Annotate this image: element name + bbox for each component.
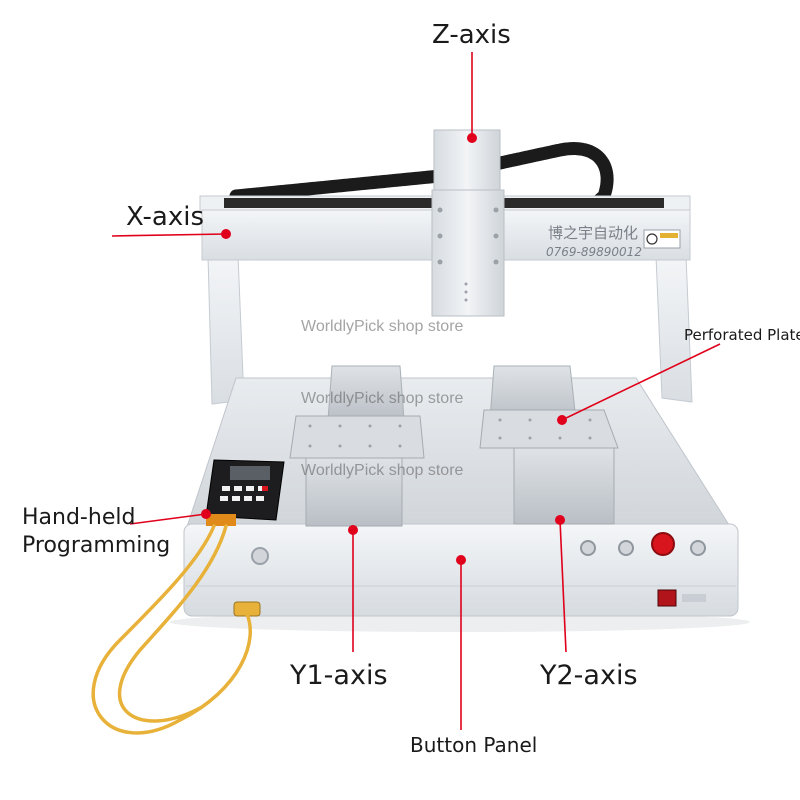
watermark-text: WorldlyPick shop store	[301, 318, 464, 335]
marker-x-axis	[221, 229, 231, 239]
power-switch	[657, 589, 677, 607]
hand-held-programming-label: Hand-held Programming	[22, 504, 170, 560]
panel-button-1	[580, 540, 596, 556]
marker-y2-axis	[555, 515, 565, 525]
panel-button-3	[690, 540, 706, 556]
y2-axis-block	[513, 447, 615, 525]
perforated-plate-label: Perforated Plate	[684, 326, 800, 344]
y2-axis-label: Y2-axis	[540, 660, 638, 691]
warning-sticker	[643, 229, 681, 249]
watermark-text: WorldlyPick shop store	[301, 462, 464, 479]
no-entry-icon	[646, 233, 658, 245]
leader-lines	[111, 52, 721, 730]
z-axis-head	[433, 129, 501, 191]
panel-button-2	[618, 540, 634, 556]
y1-perforated-plate	[289, 415, 425, 459]
cable-chain	[229, 142, 614, 213]
beam-phone-text: 0769-89890012	[546, 245, 642, 259]
yellow-cable	[91, 524, 252, 735]
floor-shadow	[170, 612, 750, 632]
hand-held-label-line2: Programming	[22, 533, 171, 558]
marker-y1-axis	[348, 525, 358, 535]
y2-plate-holes	[498, 418, 592, 440]
callout-markers	[201, 133, 567, 565]
button-panel-label: Button Panel	[410, 733, 538, 757]
y1-plate-holes	[308, 424, 402, 448]
warning-sticker-band	[660, 233, 678, 238]
marker-perforated-plate	[557, 415, 567, 425]
z-axis-carriage	[431, 189, 505, 317]
marker-z-axis	[467, 133, 477, 143]
left-panel-button	[251, 547, 269, 565]
x-axis-label: X-axis	[126, 202, 204, 232]
y1-axis-block	[305, 457, 403, 527]
beam-brand-text: 博之宇自动化	[548, 224, 638, 242]
y2-perforated-plate	[479, 409, 619, 449]
handheld-pendant	[205, 459, 285, 526]
watermark-text: WorldlyPick shop store	[301, 390, 464, 407]
emergency-stop-button	[651, 532, 675, 556]
marker-hand-held	[201, 509, 211, 519]
z-axis-label: Z-axis	[432, 20, 511, 50]
power-switch-label	[682, 594, 706, 602]
y1-axis-label: Y1-axis	[290, 660, 388, 691]
marker-button-panel	[456, 555, 466, 565]
hand-held-label-line1: Hand-held	[22, 505, 136, 530]
z-axis-screws	[437, 207, 499, 302]
